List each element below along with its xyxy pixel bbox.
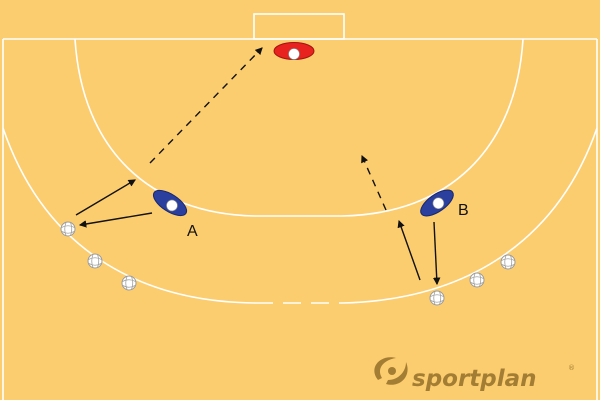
arrow-shot-to-goal (149, 47, 263, 164)
handball-ball-icon (121, 275, 137, 291)
registered-mark: ® (568, 364, 575, 372)
sportplan-wordmark: sportplan (412, 366, 537, 392)
handball-ball-icon (87, 253, 103, 269)
player-a-label: A (187, 223, 198, 240)
six-meter-line (74, 38, 524, 217)
arrow-b-run (397, 219, 421, 281)
arrow-ball-to-a (75, 179, 136, 216)
arrow-to-b-ball (432, 221, 441, 286)
arrow-pass-a (78, 212, 153, 228)
arrow-b-dashed (361, 154, 387, 211)
nine-meter-line-right (341, 127, 598, 304)
player-b-label: B (458, 202, 469, 219)
player-marker-icon (420, 189, 454, 217)
court-lines (2, 13, 598, 400)
handball-ball-icon (469, 272, 485, 288)
player-marker-icon (152, 189, 188, 217)
sportplan-logo: sportplan ® (374, 357, 575, 392)
handball-ball-icon (60, 221, 76, 237)
arrows (75, 47, 441, 286)
goalkeeper-marker-icon (273, 42, 315, 60)
handball-ball-icon (500, 254, 516, 270)
sportplan-logo-icon (374, 357, 408, 385)
handball-ball-icon (429, 290, 445, 306)
